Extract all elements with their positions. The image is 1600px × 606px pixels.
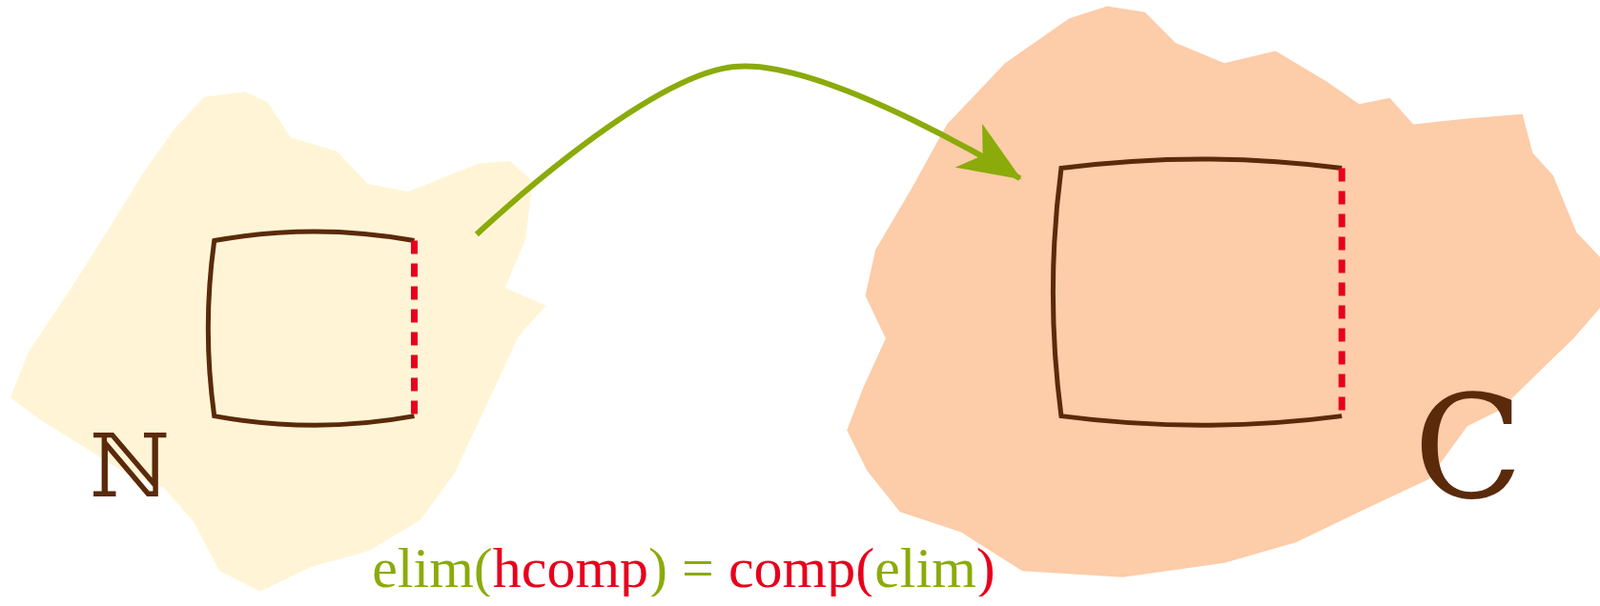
map-arrow [476, 65, 1021, 235]
square-sides [1052, 159, 1342, 426]
blob-fill [10, 91, 547, 592]
region-label: ℕ [89, 423, 170, 512]
region-blob: C [846, 4, 1600, 596]
region-label: C [1414, 376, 1524, 520]
square-sides [207, 231, 414, 426]
blob-outline [9, 90, 549, 596]
blob-fill [846, 5, 1600, 577]
dashed-side [410, 241, 418, 417]
dashed-side [1338, 168, 1346, 417]
equation-label: elim(hcomp) = comp(elim) [371, 539, 996, 597]
region-blob: ℕ [9, 90, 549, 596]
